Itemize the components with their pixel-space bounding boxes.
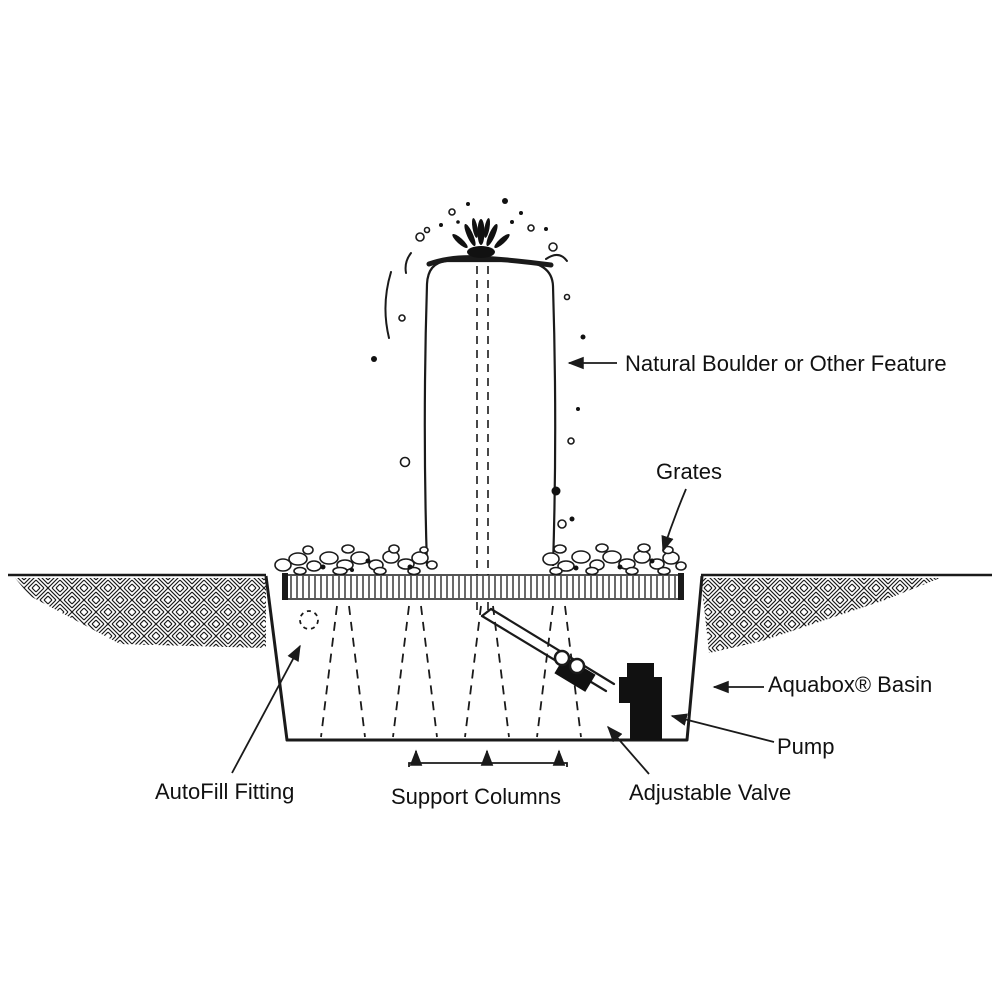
- supply-pipe-dashed: [476, 266, 489, 612]
- label-support-columns: Support Columns: [391, 784, 561, 809]
- water-spray: [452, 218, 510, 258]
- label-autofill-fitting: AutoFill Fitting: [155, 779, 295, 804]
- arrow-autofill-fitting: [231, 644, 301, 774]
- adjustable-valve: [553, 649, 596, 692]
- label-adjustable-valve: Adjustable Valve: [629, 780, 792, 805]
- support-columns-bracket: [408, 762, 568, 767]
- label-natural-boulder: Natural Boulder or Other Feature: [625, 351, 947, 376]
- pebbles: [274, 543, 687, 576]
- arrow-adjustable-valve: [607, 725, 650, 775]
- callout-arrows: [231, 356, 775, 775]
- label-aquabox-basin: Aquabox® Basin: [768, 672, 933, 697]
- arrow-pump: [670, 713, 775, 743]
- boulder: [423, 259, 557, 567]
- grate: [282, 573, 684, 600]
- pump: [619, 663, 662, 740]
- basin-outline: [264, 575, 704, 742]
- autofill-fitting: [299, 610, 319, 630]
- arrow-grates: [661, 488, 687, 553]
- soil-hatch-right: [701, 578, 940, 653]
- label-grates: Grates: [656, 459, 723, 484]
- label-pump: Pump: [777, 734, 835, 759]
- water-droplets: [371, 198, 586, 529]
- soil-hatch-left: [15, 578, 266, 648]
- boulder-top-rim: [426, 255, 554, 268]
